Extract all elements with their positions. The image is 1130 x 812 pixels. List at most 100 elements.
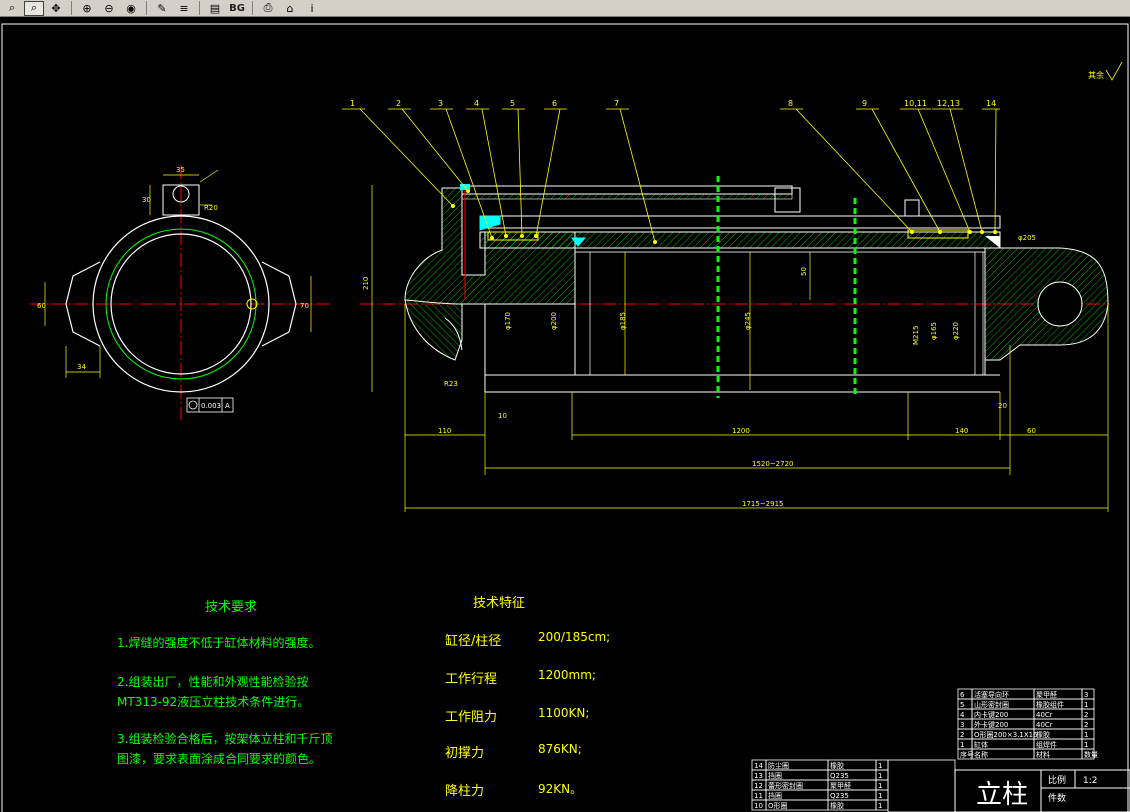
bom-name: 挡圈 bbox=[768, 791, 782, 800]
info-icon-glyph: i bbox=[310, 1, 314, 15]
dim-1715-2915: 1715~2915 bbox=[742, 500, 784, 508]
bom-name: 外卡键200 bbox=[974, 720, 1008, 729]
balloon-4: 4 bbox=[474, 99, 479, 108]
bom-qty: 1 bbox=[878, 772, 882, 780]
dimensions bbox=[371, 185, 1109, 512]
bom-material: 40Cr bbox=[1036, 711, 1053, 719]
dim-phi245: φ245 bbox=[744, 312, 752, 330]
spec-key: 降柱力 bbox=[445, 784, 485, 799]
qty-label: 件数 bbox=[1048, 792, 1066, 804]
bom-qty: 1 bbox=[1084, 731, 1088, 739]
bom-qty: 1 bbox=[878, 802, 882, 810]
pan-icon[interactable]: ✥ bbox=[46, 1, 66, 16]
dim-140: 140 bbox=[955, 427, 968, 435]
dim-210: 210 bbox=[362, 277, 370, 290]
bom-no: 4 bbox=[960, 711, 965, 719]
balloon-11: 12,13 bbox=[937, 99, 960, 108]
tech-req-line-1: 1.焊缝的强度不低于缸体材料的强度。 bbox=[117, 636, 321, 650]
bg-label[interactable]: BG bbox=[227, 1, 247, 16]
dim-phi170: φ170 bbox=[504, 312, 512, 330]
view-icon[interactable]: ◉ bbox=[121, 1, 141, 16]
tech-spec-title: 技术特征 bbox=[473, 596, 526, 611]
zoom-out-icon[interactable]: ⊖ bbox=[99, 1, 119, 16]
bom-material: 聚甲醛 bbox=[1036, 690, 1057, 699]
bom-no: 13 bbox=[754, 772, 763, 780]
bom-material: 橡胶组件 bbox=[1036, 700, 1064, 709]
tech-req-line-4: 3.组装检验合格后，按架体立柱和千斤顶 bbox=[117, 732, 333, 746]
bom-no: 10 bbox=[754, 802, 763, 810]
balloon-3: 3 bbox=[438, 99, 443, 108]
bom-qty: 1 bbox=[878, 782, 882, 790]
bom-material: Q235 bbox=[830, 772, 849, 780]
tech-requirements-title: 技术要求 bbox=[205, 600, 258, 615]
dim-m215: M215 bbox=[912, 326, 920, 345]
bom-qty: 1 bbox=[878, 762, 882, 770]
print-icon[interactable]: ⎙ bbox=[258, 1, 278, 16]
scale-value: 1:2 bbox=[1083, 776, 1097, 786]
bom-name: O形圈200×3.1X16 bbox=[974, 731, 1038, 739]
bom-qty: 1 bbox=[1084, 701, 1088, 709]
dim-60: 60 bbox=[37, 302, 46, 310]
bom-name: 防尘圈 bbox=[768, 761, 789, 770]
bom-no: 12 bbox=[754, 782, 763, 790]
bom-material: 聚甲醛 bbox=[830, 781, 851, 790]
zoom-in-icon[interactable]: ⊕ bbox=[77, 1, 97, 16]
layer-icon-glyph: ✎ bbox=[157, 1, 167, 15]
dim-35: 35 bbox=[176, 166, 185, 174]
balloon-5: 5 bbox=[510, 99, 515, 108]
spec-key: 工作行程 bbox=[445, 672, 498, 687]
tech-req-line-3: MT313-92液压立柱技术条件进行。 bbox=[117, 695, 310, 709]
tech-req-line-2: 2.组装出厂，性能和外观性能检验按 bbox=[117, 675, 309, 689]
home-icon[interactable]: ⌂ bbox=[280, 1, 300, 16]
bom-no: 6 bbox=[960, 691, 965, 699]
bom-material: 橡胶 bbox=[830, 801, 844, 810]
spec-value: 92KN。 bbox=[538, 782, 583, 796]
bom-material: 橡胶 bbox=[830, 761, 844, 770]
bom-material: 40Cr bbox=[1036, 721, 1053, 729]
bom-qty: 1 bbox=[1084, 741, 1088, 749]
cad-drawing-canvas[interactable]: 35 30 R20 60 70 34 0.003 A bbox=[0, 17, 1130, 812]
list-icon[interactable]: ≡ bbox=[174, 1, 194, 16]
spec-key: 初撑力 bbox=[445, 746, 485, 761]
balloon-7: 7 bbox=[614, 99, 619, 108]
bom-no: 2 bbox=[960, 731, 964, 739]
balloon-8: 8 bbox=[788, 99, 793, 108]
balloon-1: 1 bbox=[350, 99, 355, 108]
zoom-window-icon[interactable]: ⌕ bbox=[24, 0, 44, 16]
bom-no: 5 bbox=[960, 701, 964, 709]
balloon-9: 9 bbox=[862, 99, 867, 108]
balloon-12: 14 bbox=[986, 99, 996, 108]
dim-phi220: φ220 bbox=[952, 322, 960, 340]
bom-name: 蕾形密封圈 bbox=[768, 781, 803, 790]
spec-value: 876KN; bbox=[538, 742, 582, 756]
zoom-icon[interactable]: ⌕ bbox=[2, 1, 22, 16]
section-view bbox=[360, 176, 1110, 398]
bom-material: Q235 bbox=[830, 792, 849, 800]
pan-icon-glyph: ✥ bbox=[51, 1, 61, 15]
dim-r23: R23 bbox=[444, 380, 458, 388]
drawing-border bbox=[1, 23, 1129, 812]
bom-material: 材料 bbox=[1036, 750, 1050, 759]
page-icon[interactable]: ▤ bbox=[205, 1, 225, 16]
bom-material: 橡胶 bbox=[1036, 730, 1050, 739]
info-icon[interactable]: i bbox=[302, 1, 322, 16]
list-icon-glyph: ≡ bbox=[179, 1, 189, 15]
dim-phi205: φ205 bbox=[1018, 234, 1036, 242]
layer-icon[interactable]: ✎ bbox=[152, 1, 172, 16]
dim-phi185: φ185 bbox=[619, 312, 627, 330]
dim-phi165: φ165 bbox=[930, 322, 938, 340]
end-view: 35 30 R20 60 70 34 0.003 A bbox=[30, 165, 330, 420]
home-icon-glyph: ⌂ bbox=[286, 1, 294, 15]
bom-qty: 2 bbox=[1084, 721, 1088, 729]
geometric-tolerance-frame: 0.003 A bbox=[186, 397, 234, 413]
dim-70: 70 bbox=[300, 302, 309, 310]
bom-no: 14 bbox=[754, 762, 763, 770]
bom-qty: 3 bbox=[1084, 691, 1088, 699]
balloon-2: 2 bbox=[396, 99, 401, 108]
dim-phi200: φ200 bbox=[550, 312, 558, 330]
dim-60-right: 60 bbox=[1027, 427, 1036, 435]
bom-no: 序号 bbox=[960, 750, 974, 759]
